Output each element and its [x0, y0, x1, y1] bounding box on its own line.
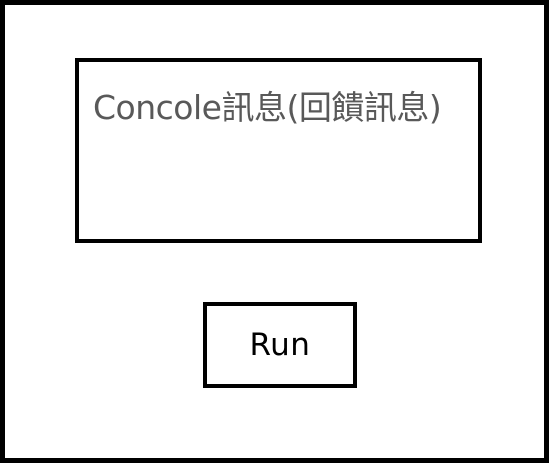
- console-output-panel: Concole訊息(回饋訊息): [75, 58, 482, 243]
- run-button[interactable]: Run: [203, 302, 357, 388]
- run-button-label: Run: [249, 327, 311, 363]
- console-message-text: Concole訊息(回饋訊息): [93, 88, 442, 127]
